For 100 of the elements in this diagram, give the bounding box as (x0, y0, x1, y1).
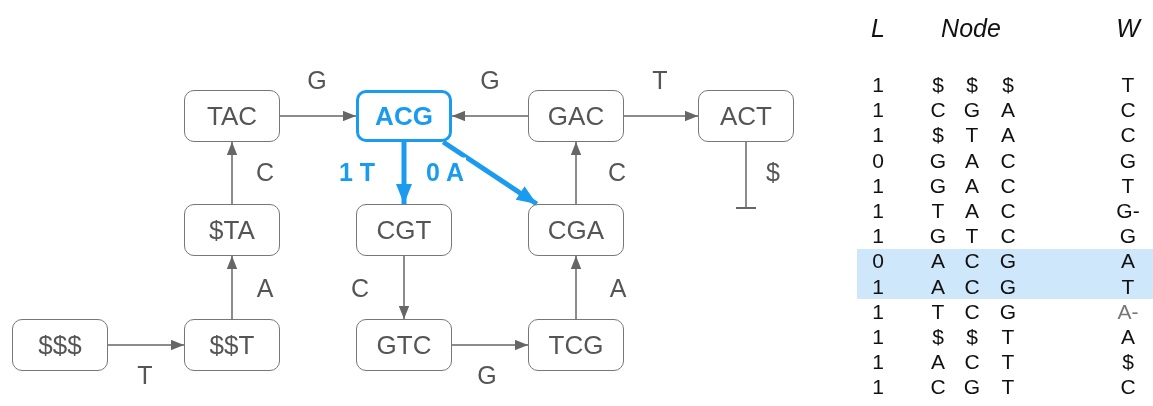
table-cell: T (1121, 73, 1135, 97)
table-cell: C (964, 350, 980, 375)
arrow (398, 255, 410, 320)
table-cell: A (965, 199, 979, 223)
node-label: GAC (547, 100, 605, 132)
table-cell: 1 (872, 98, 884, 123)
node-label: $$$ (38, 329, 82, 361)
table-cell: A (1121, 249, 1135, 274)
node-box (356, 204, 452, 256)
node-label: CGA (547, 214, 605, 246)
table-cell: 1 (872, 173, 884, 198)
table-cell: C (1000, 224, 1016, 249)
arrow (441, 139, 539, 207)
arrow (570, 255, 582, 320)
node-label: $TA (209, 214, 255, 246)
node-label: CGT (376, 214, 432, 246)
table-cell: $ (966, 325, 978, 349)
node-label: TAC (206, 100, 258, 132)
node-label: ACG (375, 100, 433, 132)
node-box (184, 204, 280, 256)
table-cell: T (965, 224, 979, 249)
node-label: ACT (720, 100, 772, 132)
table-cell: A (1001, 123, 1015, 148)
arrow (396, 142, 412, 204)
table-cell: G (999, 299, 1017, 324)
table-cell: 1 (872, 274, 884, 299)
table-cell: G (929, 173, 947, 198)
table-cell: $ (1122, 350, 1134, 375)
node-label: GTC (376, 329, 432, 361)
table-cell: T (1121, 173, 1135, 198)
table-cell: T (965, 123, 979, 148)
node-box (528, 319, 624, 371)
table-cell: 1 (872, 375, 884, 400)
table-cell: T (931, 299, 945, 324)
table-cell: T (1121, 274, 1135, 299)
table-cell: C (1120, 98, 1136, 123)
table-cell: C (1120, 375, 1136, 400)
table-cell: $ (932, 325, 944, 349)
table-cell: 1 (872, 350, 884, 375)
column-header: Node (941, 13, 1001, 43)
arrow (107, 339, 185, 351)
table-cell: C (1120, 123, 1136, 148)
table-cell: G- (1116, 199, 1140, 223)
table-cell: A (965, 148, 979, 173)
node-box (356, 319, 452, 371)
table-cell: G (999, 249, 1017, 274)
table-cell: C (1000, 148, 1016, 173)
table-cell: G (1119, 224, 1137, 249)
table-cell: C (1000, 199, 1016, 223)
table-cell: 1 (872, 73, 884, 97)
table-cell: C (964, 299, 980, 324)
table-cell: 0 (872, 249, 884, 274)
arrow (451, 339, 529, 351)
table-cell: 1 (872, 299, 884, 324)
table-cell: A (931, 350, 945, 375)
arrow (226, 141, 238, 205)
table-cell: C (964, 249, 980, 274)
table-cell: 1 (872, 123, 884, 148)
table-cell: T (1001, 375, 1015, 400)
table-cell: $ (932, 73, 944, 97)
table-cell: T (1001, 350, 1015, 375)
node-label: TCG (548, 329, 604, 361)
node-box (184, 90, 280, 142)
highlighted-node-box (356, 90, 452, 142)
table-cell: G (929, 148, 947, 173)
table-cell: C (930, 375, 946, 400)
node-box (698, 90, 794, 142)
table-cell: G (1119, 148, 1137, 173)
table-cell: $ (966, 73, 978, 97)
table-cell: T (931, 199, 945, 223)
table-cell: 1 (872, 325, 884, 349)
table-cell: $ (932, 123, 944, 148)
table-cell: G (963, 375, 981, 400)
table-cell: A (931, 274, 945, 299)
table-cell: C (1000, 173, 1016, 198)
terminal-line (736, 141, 756, 209)
table-cell: T (1001, 325, 1015, 349)
arrow (279, 110, 357, 122)
node-box (528, 204, 624, 256)
node-label: $$T (209, 329, 255, 361)
table-cell: A (1001, 98, 1015, 123)
column-header: L (871, 13, 885, 43)
node-box (184, 319, 280, 371)
table-cell: 1 (872, 199, 884, 223)
table-cell: C (930, 98, 946, 123)
node-box (528, 90, 624, 142)
table-cell: A- (1117, 299, 1139, 324)
node-box (12, 319, 108, 371)
arrow (226, 255, 238, 320)
table-cell: A (931, 249, 945, 274)
table-cell: G (963, 98, 981, 123)
arrow (623, 110, 699, 122)
arrow (570, 141, 582, 205)
table-cell: A (965, 173, 979, 198)
table-cell: $ (1002, 73, 1014, 97)
table-cell: 0 (872, 148, 884, 173)
table-cell: G (929, 224, 947, 249)
column-header: W (1116, 13, 1140, 43)
table-cell: 1 (872, 224, 884, 249)
table-cell: A (1121, 325, 1135, 349)
